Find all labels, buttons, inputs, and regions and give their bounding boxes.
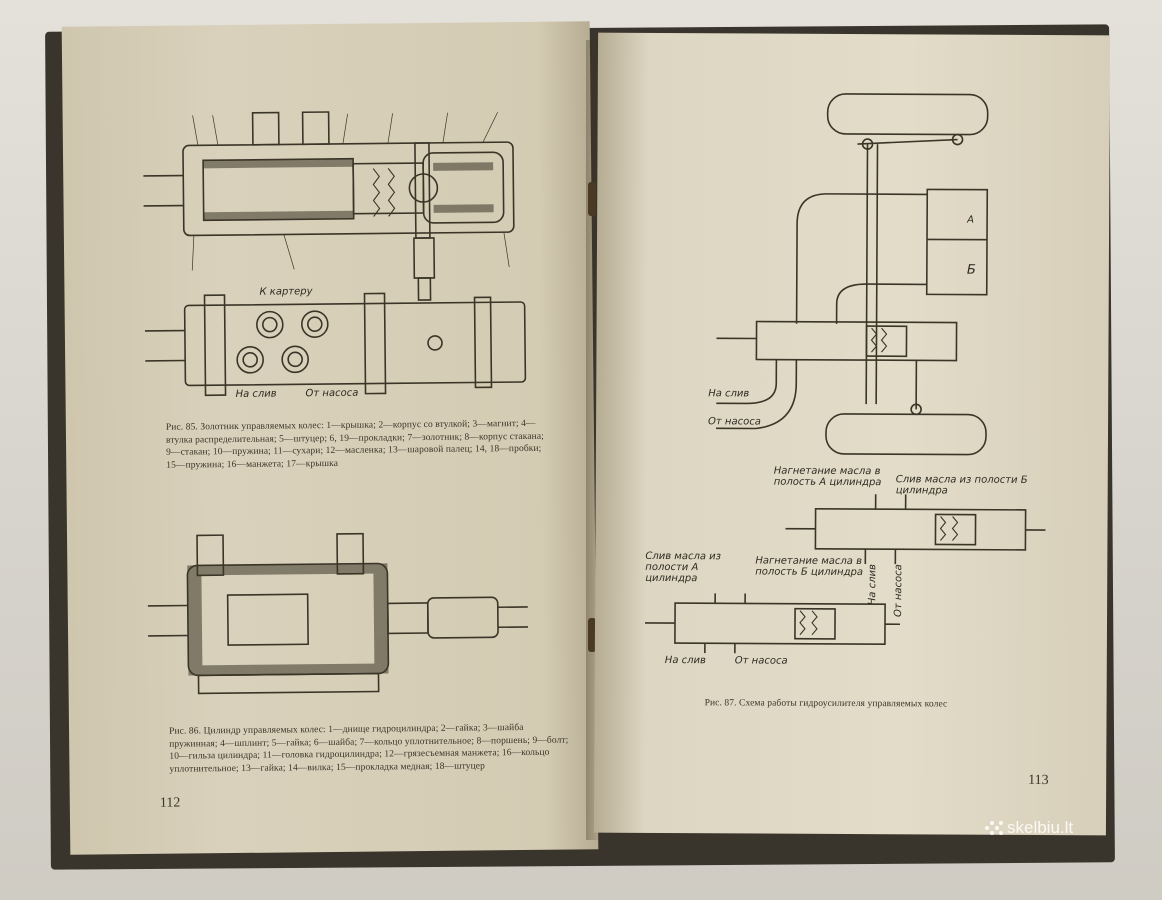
label-drain: На слив: [235, 388, 277, 400]
figure-86-cylinder: [147, 532, 528, 695]
label-chamber-b: Б: [966, 262, 976, 278]
label-drain-a: Слив масла из полости А цилиндра: [645, 550, 722, 585]
label-inject-b: Нагнетание масла в полость Б цилиндра: [755, 555, 864, 579]
figure-86-caption: Рис. 86. Цилиндр управляемых колес: 1—дн…: [169, 722, 569, 775]
right-page: А Б На слив От насоса Нагнетание масла в…: [593, 32, 1111, 836]
figure-87-caption: Рис. 87. Схема работы гидроусилителя упр…: [704, 698, 948, 710]
label-from-pump-top: От насоса: [708, 416, 761, 428]
figure-87-scheme: [716, 93, 989, 456]
watermark: skelbiu.lt: [985, 818, 1073, 838]
page-number-left: 112: [159, 795, 181, 811]
page-number-right: 113: [1028, 772, 1049, 789]
figure-87-valve-2: [645, 593, 901, 654]
label-inject-a: Нагнетание масла в полость А цилиндра: [773, 465, 882, 489]
label-chamber-a: А: [967, 214, 974, 226]
figure-85-caption: Рис. 85. Золотник управляемых колес: 1—к…: [165, 418, 544, 471]
watermark-text: skelbiu.lt: [1007, 818, 1074, 837]
staple-bottom: [588, 618, 596, 652]
figure-85-exterior: [144, 292, 527, 397]
label-to-carter: К картеру: [259, 286, 313, 298]
dots-logo-icon: [985, 821, 1003, 835]
staple-top: [588, 182, 596, 216]
left-page: К картеру На слив От насоса Рис. 85. Зол…: [61, 21, 599, 855]
label-drain-top: На слив: [708, 388, 750, 400]
label-from-pump: От насоса: [305, 387, 359, 400]
figure-87-valve-1: [785, 494, 1046, 565]
figure-85-section: [143, 111, 515, 301]
label-from-pump-bottom: От насоса: [734, 655, 788, 667]
label-drain-bottom: На слив: [664, 655, 706, 667]
